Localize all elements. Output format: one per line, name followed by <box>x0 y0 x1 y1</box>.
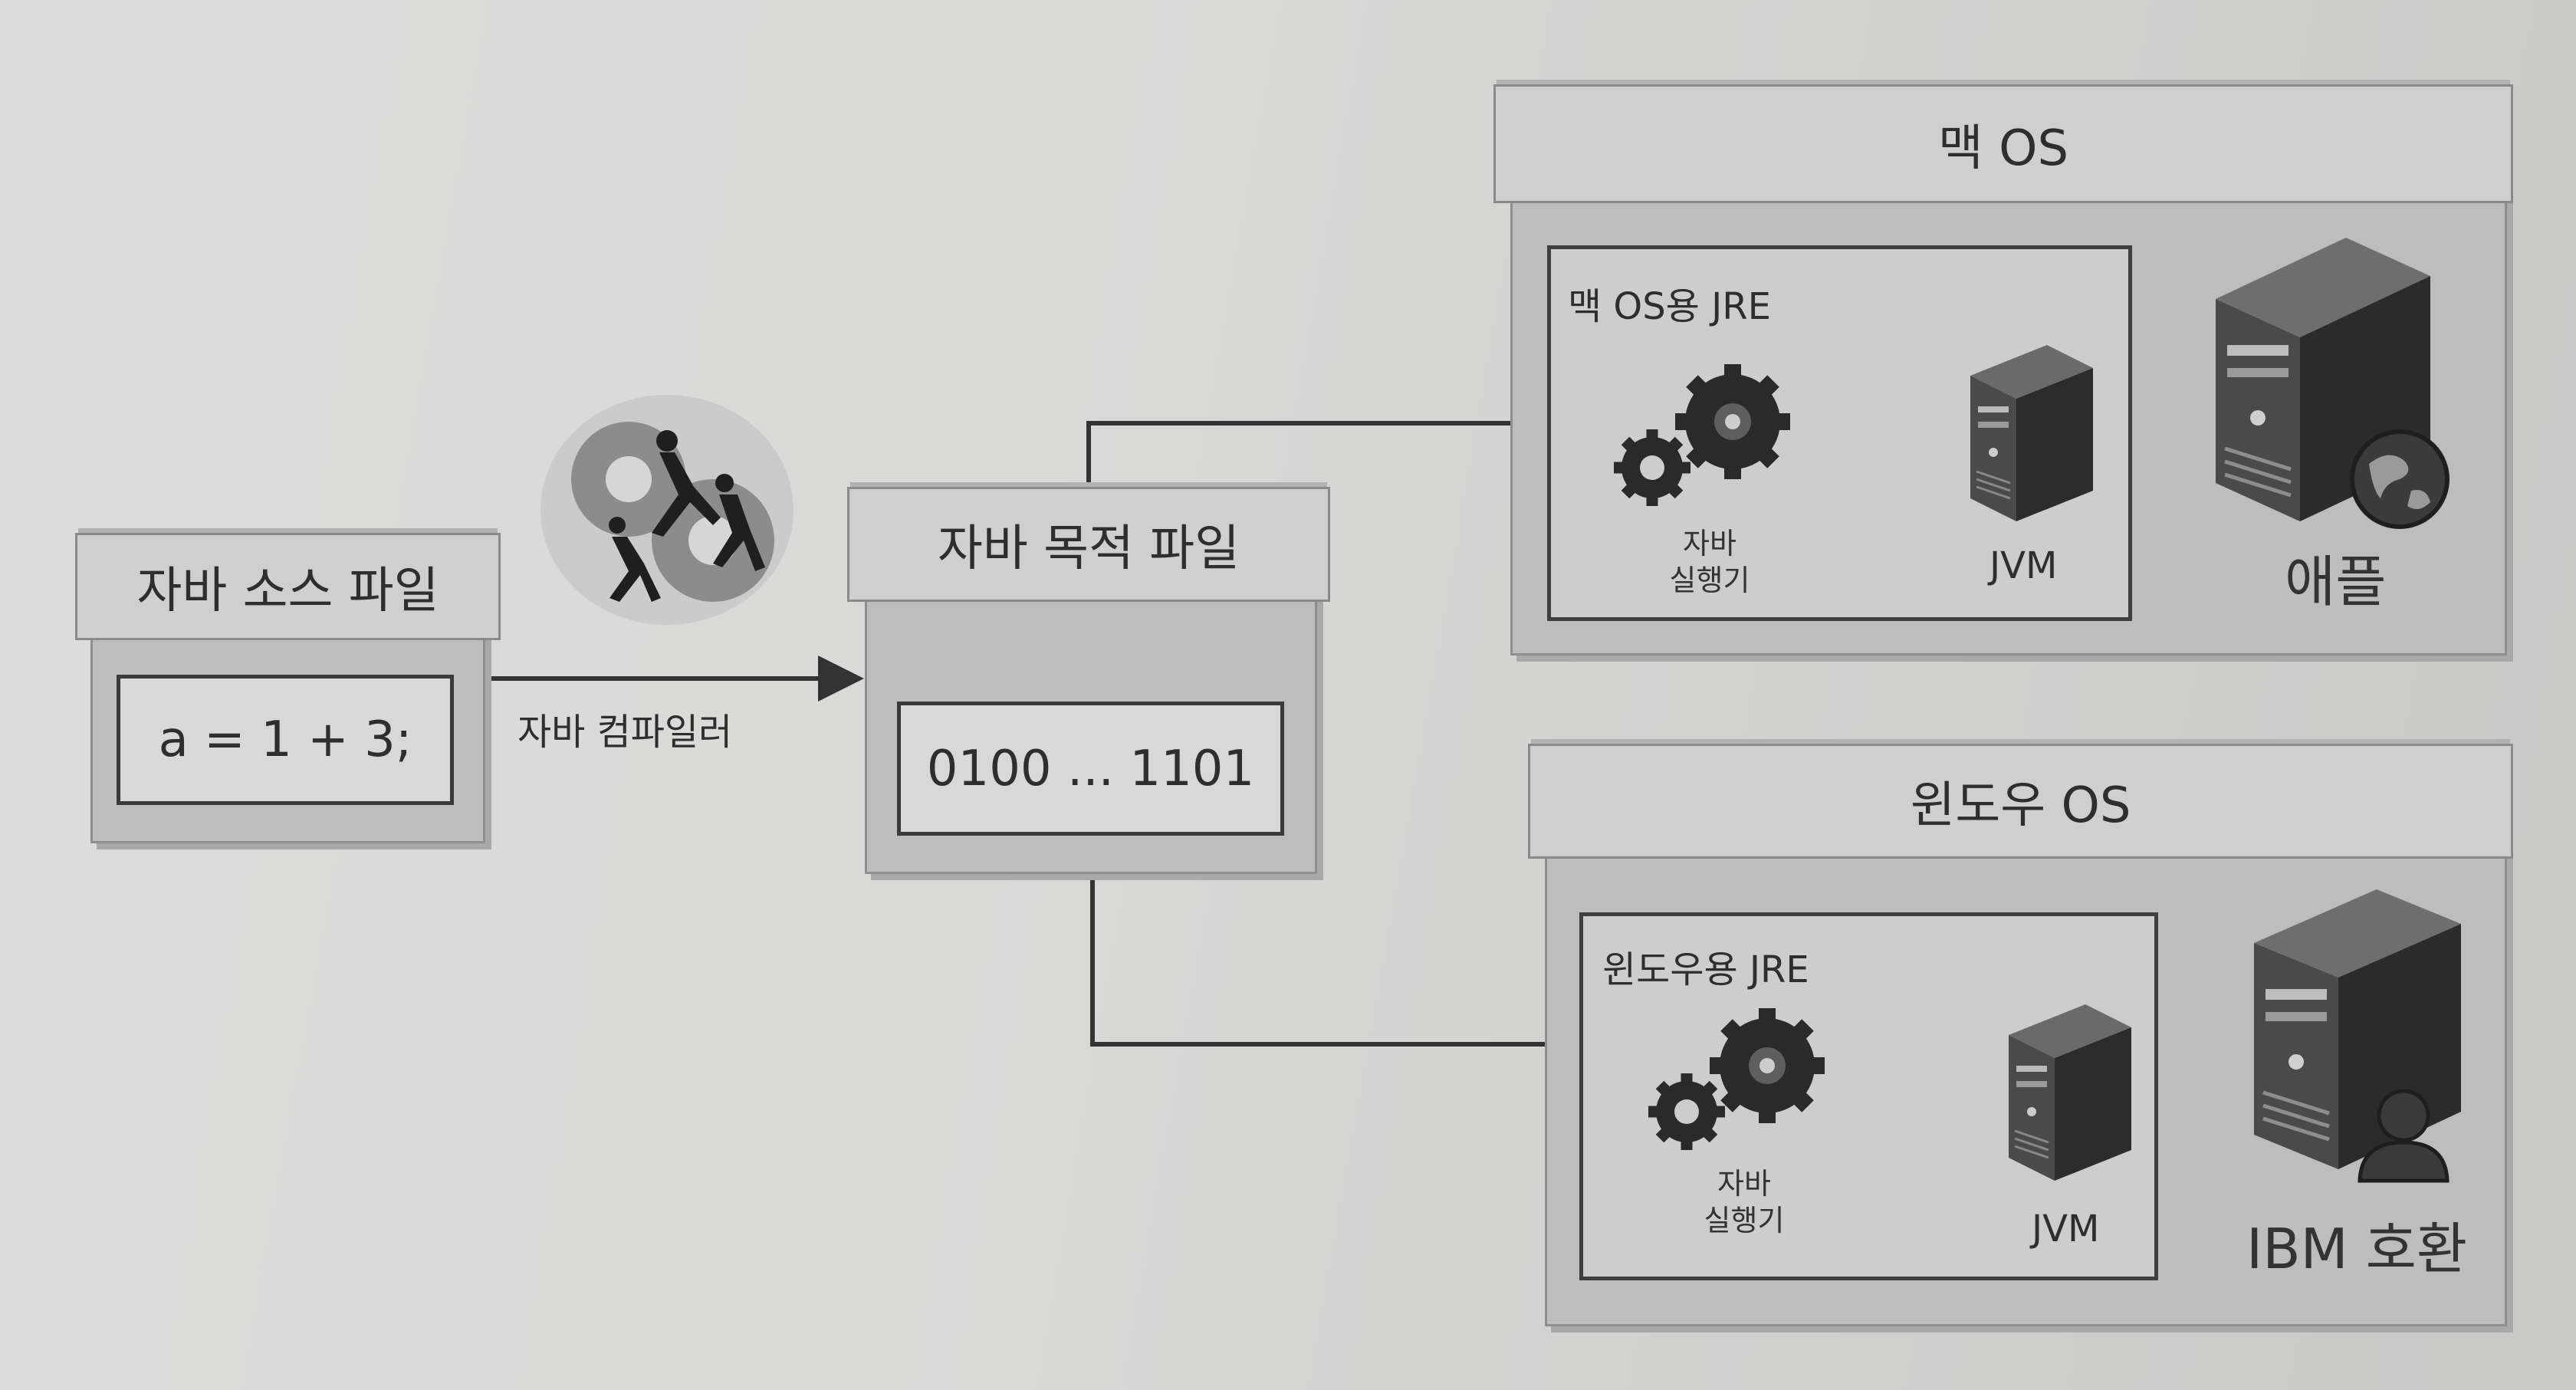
windows-jvm-server-icon <box>2009 1004 2131 1181</box>
windows-os-title: 윈도우 OS <box>1528 744 2513 859</box>
mac-os-title: 맥 OS <box>1493 84 2513 203</box>
mac-jvm-label: JVM <box>1990 544 2058 587</box>
windows-jre-title: 윈도우용 JRE <box>1602 948 1809 991</box>
mac-executor-label: 자바 실행기 <box>1669 527 1750 597</box>
compiler-label: 자바 컴파일러 <box>518 711 733 754</box>
mac-server-icon <box>2216 238 2430 521</box>
windows-executor-label: 자바 실행기 <box>1704 1167 1785 1237</box>
mac-deploy-arrow <box>1086 400 1627 491</box>
mac-executor-gears-icon <box>1614 364 1790 506</box>
running-people-gears-icon <box>540 395 794 625</box>
source-code: a = 1 + 3; <box>117 675 454 805</box>
object-file-content: 0100 ... 1101 <box>897 702 1284 836</box>
windows-deploy-arrow <box>1090 874 1658 1067</box>
mac-jre-title: 맥 OS용 JRE <box>1568 285 1771 328</box>
source-file-title: 자바 소스 파일 <box>75 533 501 640</box>
windows-machine-label: IBM 호환 <box>2246 1217 2468 1281</box>
mac-jvm-server-icon <box>1970 345 2093 521</box>
windows-server-icon <box>2254 889 2461 1169</box>
object-file-title: 자바 목적 파일 <box>847 487 1330 602</box>
globe-icon <box>2350 429 2450 529</box>
mac-machine-label: 애플 <box>2285 550 2387 614</box>
windows-jvm-label: JVM <box>2032 1208 2100 1250</box>
windows-executor-gears-icon <box>1648 1008 1825 1150</box>
user-icon <box>2358 1089 2450 1183</box>
